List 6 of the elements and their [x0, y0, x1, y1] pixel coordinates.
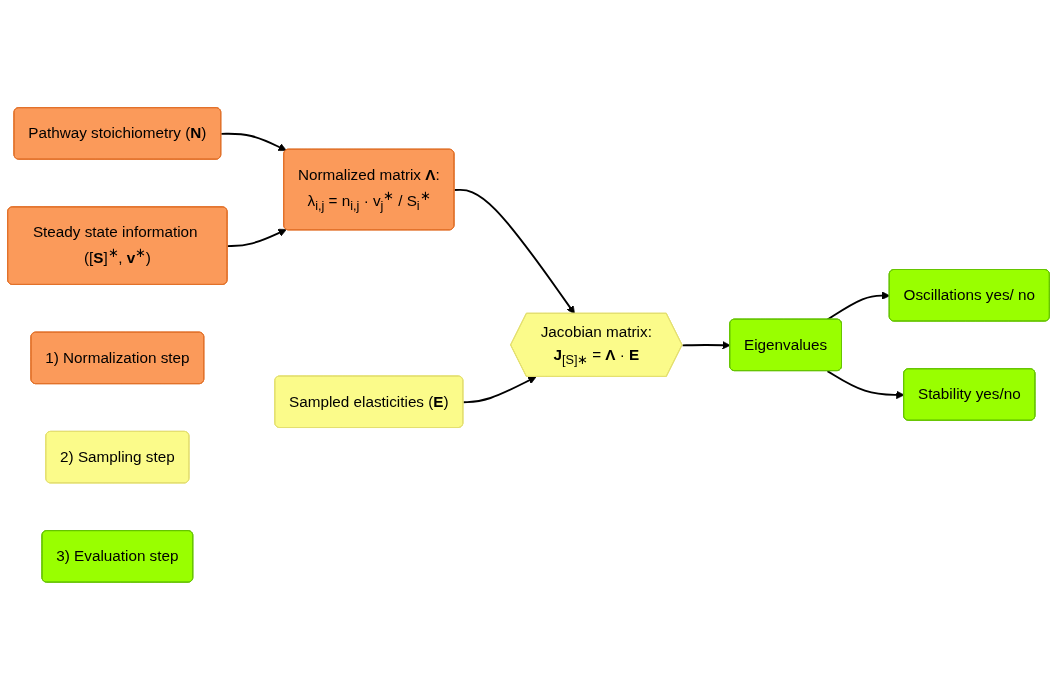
- arrow: [220, 132, 287, 151]
- arrow: [453, 188, 575, 314]
- arrow: [681, 340, 731, 349]
- arrow: [826, 369, 905, 399]
- arrow: [462, 376, 537, 403]
- arrow: [226, 228, 287, 247]
